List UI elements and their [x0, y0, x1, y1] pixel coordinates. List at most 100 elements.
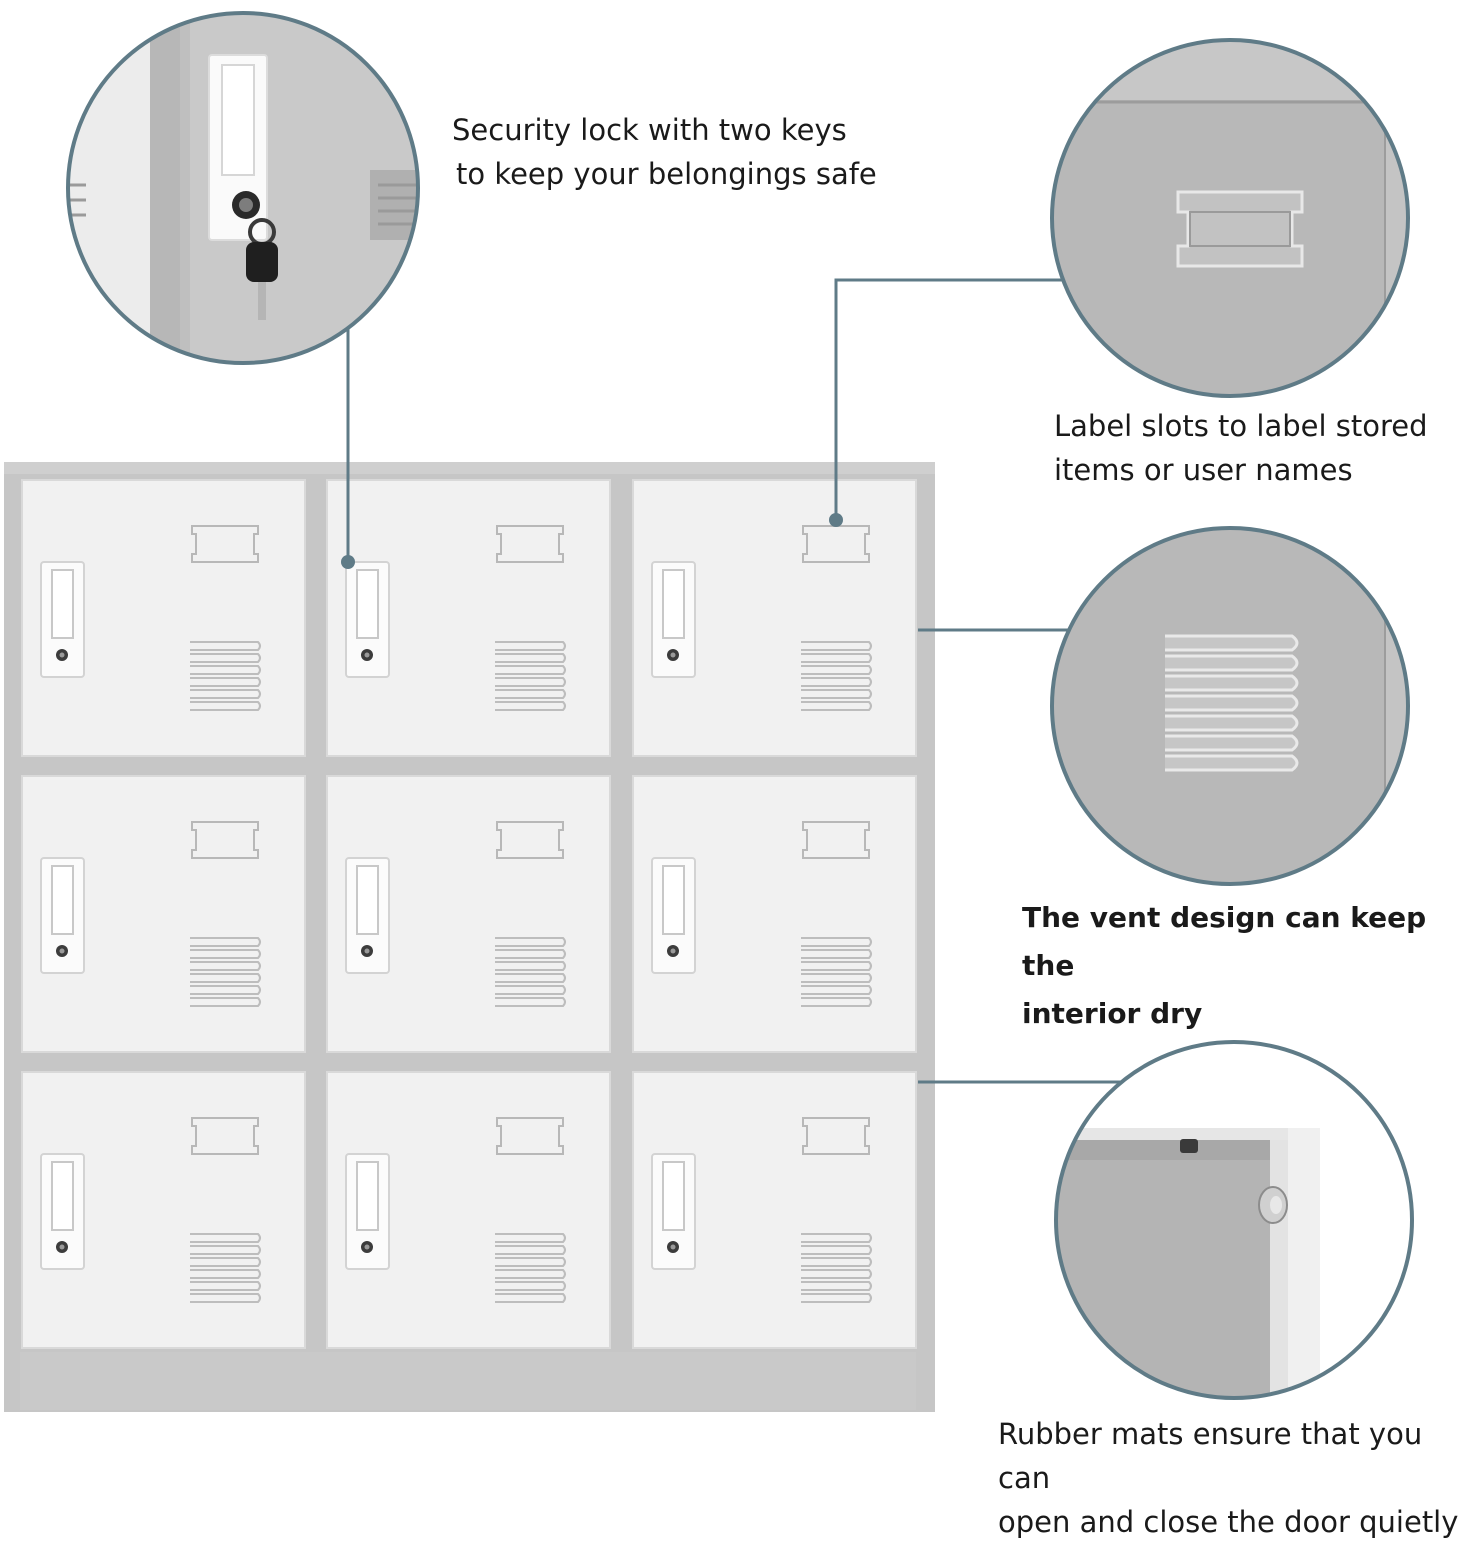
vent-slat: [801, 937, 872, 947]
vent-slat: [190, 961, 261, 971]
callout-dot-label: [829, 513, 843, 527]
label-slot: [802, 525, 870, 563]
vent-slat: [801, 1293, 872, 1303]
vent-slat: [801, 689, 872, 699]
vent-slat: [801, 1257, 872, 1267]
caption-label-line-1: Label slots to label stored: [1054, 409, 1428, 443]
caption-label: Label slots to label stored items or use…: [1054, 404, 1428, 492]
vent-slat: [495, 1245, 566, 1255]
vent-slat: [495, 1293, 566, 1303]
vent-slat: [495, 653, 566, 663]
vent-slat: [801, 997, 872, 1007]
label-slot: [496, 821, 564, 859]
vent-slat: [1165, 734, 1299, 752]
locker-illustration: [4, 11, 1414, 1412]
vent-slat: [1165, 674, 1299, 692]
vent-slat: [1165, 754, 1299, 772]
label-slot: [191, 525, 259, 563]
vent-slat: [801, 665, 872, 675]
vent-slat: [801, 949, 872, 959]
vent-slat: [801, 1245, 872, 1255]
caption-vent-line-2: interior dry: [1022, 997, 1203, 1030]
rubber-mat-icon: [1054, 1040, 1414, 1400]
vent-slat: [801, 961, 872, 971]
vent-slat: [801, 985, 872, 995]
vent-slat: [1165, 694, 1299, 712]
vent-slat: [495, 973, 566, 983]
label-slot: [191, 821, 259, 859]
vent-slat: [801, 701, 872, 711]
vent-slat: [190, 641, 261, 651]
vent-slat: [495, 677, 566, 687]
vent-slat: [495, 641, 566, 651]
vent-slat: [495, 1281, 566, 1291]
vent-slat: [190, 949, 261, 959]
caption-lock-line-1: Security lock with two keys: [452, 113, 847, 147]
locker-door[interactable]: [632, 1071, 917, 1349]
vent-slat: [190, 1269, 261, 1279]
vent-slat: [495, 985, 566, 995]
vent-slat: [190, 973, 261, 983]
label-slot: [802, 1117, 870, 1155]
label-slot: [496, 1117, 564, 1155]
vent-slat: [190, 1293, 261, 1303]
vent-slat: [190, 677, 261, 687]
callout-line-label: [834, 278, 1062, 518]
vent-slat: [190, 1233, 261, 1243]
vent-slat: [801, 641, 872, 651]
vent-slat: [801, 653, 872, 663]
vent-slat: [1165, 634, 1299, 652]
caption-label-line-2: items or user names: [1054, 453, 1353, 487]
vent-icon: [1050, 526, 1410, 886]
lock-key-icon: [66, 11, 420, 365]
locker-doors: [21, 479, 917, 1349]
locker-door[interactable]: [326, 479, 611, 757]
vent-slat: [495, 1233, 566, 1243]
vent-slat: [495, 1269, 566, 1279]
vent-slat: [801, 1233, 872, 1243]
vent-slat: [495, 1257, 566, 1267]
vent-slat: [190, 985, 261, 995]
vent-slat: [190, 665, 261, 675]
caption-vent-line-1: The vent design can keep the: [1022, 901, 1427, 982]
caption-vent: The vent design can keep the interior dr…: [1022, 894, 1471, 1038]
locker-door[interactable]: [632, 479, 917, 757]
callout-dot-lock: [341, 555, 355, 569]
locker-door[interactable]: [326, 775, 611, 1053]
vent-slat: [495, 689, 566, 699]
vent-slat: [495, 937, 566, 947]
caption-rubber: Rubber mats ensure that you can open and…: [998, 1412, 1471, 1544]
vent-slat: [1165, 654, 1299, 672]
locker-door[interactable]: [326, 1071, 611, 1349]
vent-slat: [801, 1281, 872, 1291]
vent-slat: [190, 1257, 261, 1267]
label-slot: [496, 525, 564, 563]
vent-slat: [190, 997, 261, 1007]
vent-slat: [495, 665, 566, 675]
vent-slat: [495, 949, 566, 959]
vent-slat: [190, 937, 261, 947]
vent-slat: [190, 653, 261, 663]
vent-slat: [190, 689, 261, 699]
label-slot-icon: [1050, 38, 1410, 398]
vent-slat: [190, 1245, 261, 1255]
locker-door[interactable]: [632, 775, 917, 1053]
caption-lock: Security lock with two keys to keep your…: [452, 108, 877, 196]
vent-slat: [801, 1269, 872, 1279]
cabinet-base: [20, 1352, 916, 1410]
vent-slat: [190, 701, 261, 711]
locker-door[interactable]: [21, 775, 306, 1053]
locker-door[interactable]: [21, 479, 306, 757]
caption-rubber-line-2: open and close the door quietly: [998, 1505, 1459, 1539]
locker-cabinet: [4, 462, 935, 1412]
vent-slat: [495, 961, 566, 971]
vent-slat: [801, 973, 872, 983]
vent-slat: [495, 997, 566, 1007]
vent-slat: [495, 701, 566, 711]
vent-slat: [801, 677, 872, 687]
caption-rubber-line-1: Rubber mats ensure that you can: [998, 1417, 1423, 1495]
locker-door[interactable]: [21, 1071, 306, 1349]
vent-slat: [1165, 714, 1299, 732]
label-slot: [191, 1117, 259, 1155]
callout-lines: [341, 278, 1130, 1084]
